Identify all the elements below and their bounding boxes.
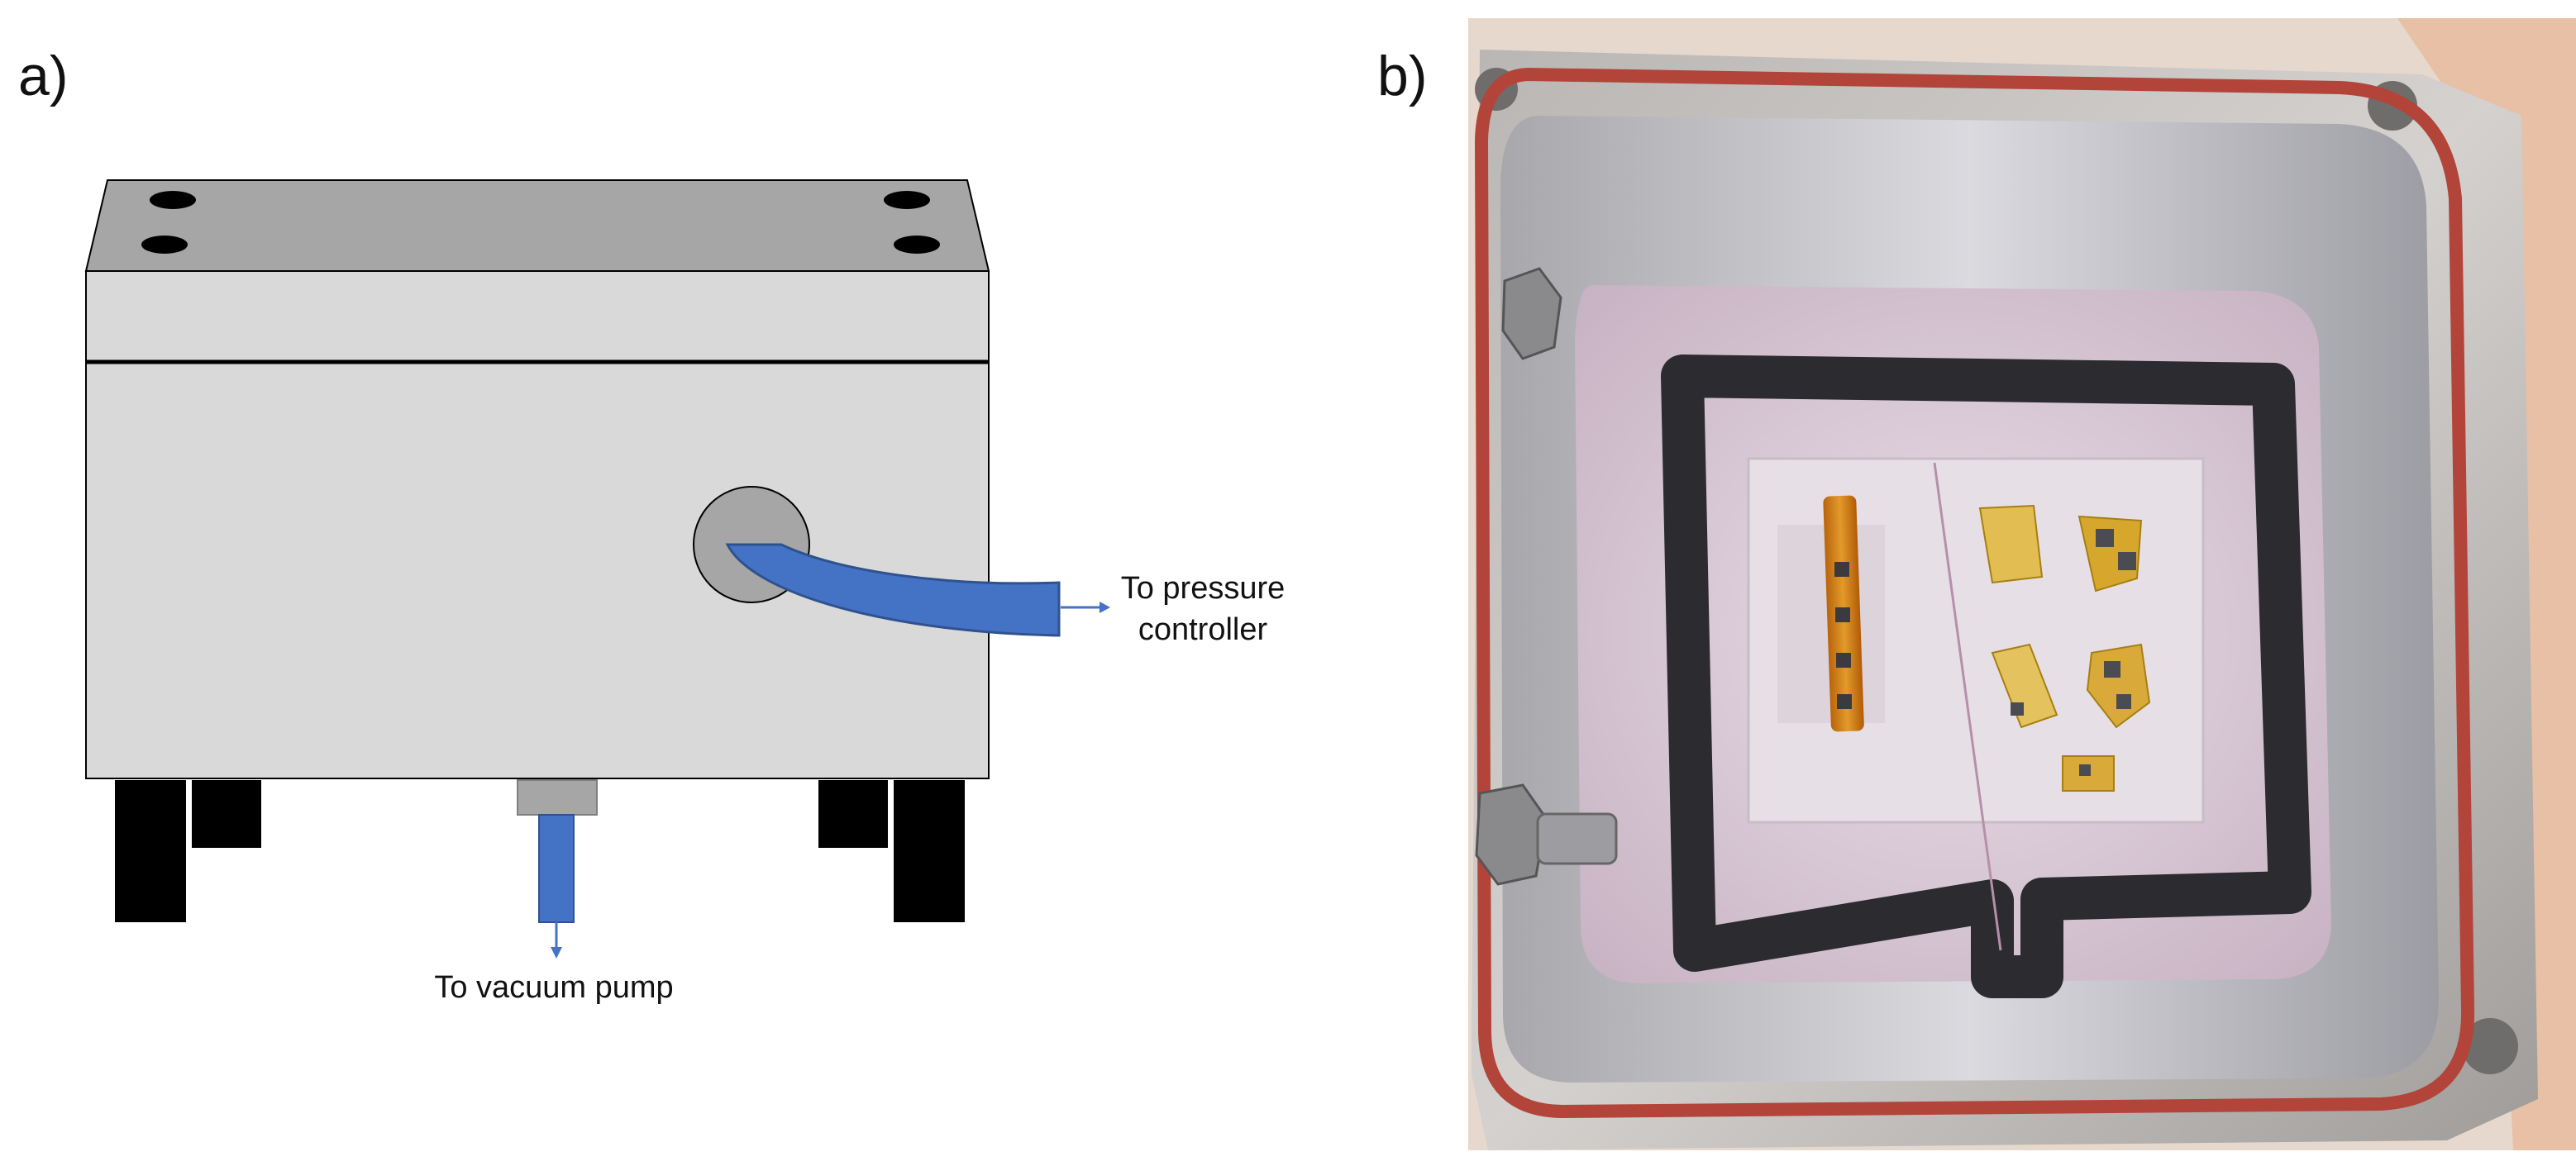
callout-line: To pressure: [1120, 571, 1286, 606]
chip: [1837, 694, 1852, 709]
pressure-hose: [725, 543, 1061, 637]
pressure-controller-callout: To pressure controller: [1100, 568, 1306, 650]
chip: [2104, 661, 2120, 678]
chamber-foot: [115, 780, 186, 922]
hex-nut: [1501, 267, 1562, 360]
callout-line: controller: [1138, 612, 1268, 648]
sensor-patch: [1978, 504, 2044, 584]
chip: [2118, 552, 2136, 570]
vacuum-pump-callout: To vacuum pump: [434, 970, 674, 1005]
chip: [2096, 529, 2114, 547]
chip: [1834, 562, 1849, 577]
chamber-lid-band: [85, 270, 990, 363]
bolt-hole-icon: [884, 191, 930, 209]
chip: [1835, 607, 1850, 622]
bolt-hole-icon: [894, 236, 940, 254]
chip: [1836, 653, 1851, 668]
panel-a-label: a): [18, 45, 69, 107]
arrow-icon: [1100, 602, 1110, 613]
panel-b-label: b): [1377, 45, 1428, 107]
bottom-port: [517, 779, 598, 816]
chamber-foot: [192, 780, 261, 848]
sealant-tape-frame: [1661, 355, 2311, 998]
chamber-foot: [818, 780, 888, 848]
red-gasket: [1474, 67, 2475, 1119]
chip: [2011, 702, 2024, 716]
bolt-hole-icon: [141, 236, 188, 254]
film-crease: [1933, 462, 2002, 951]
hex-nut: [1475, 783, 1548, 886]
chamber-body: [85, 361, 990, 779]
threaded-fitting: [1536, 812, 1618, 865]
chamber-foot: [894, 780, 965, 922]
vacuum-hose: [538, 814, 575, 923]
bolt-hole-icon: [150, 191, 196, 209]
flange-bolt-hole: [2462, 1018, 2518, 1074]
sensor-patch: [2086, 643, 2151, 729]
arrow-icon: [551, 947, 562, 959]
chip: [2116, 694, 2131, 709]
chip: [2079, 764, 2091, 776]
sensor-patch: [2077, 515, 2143, 593]
